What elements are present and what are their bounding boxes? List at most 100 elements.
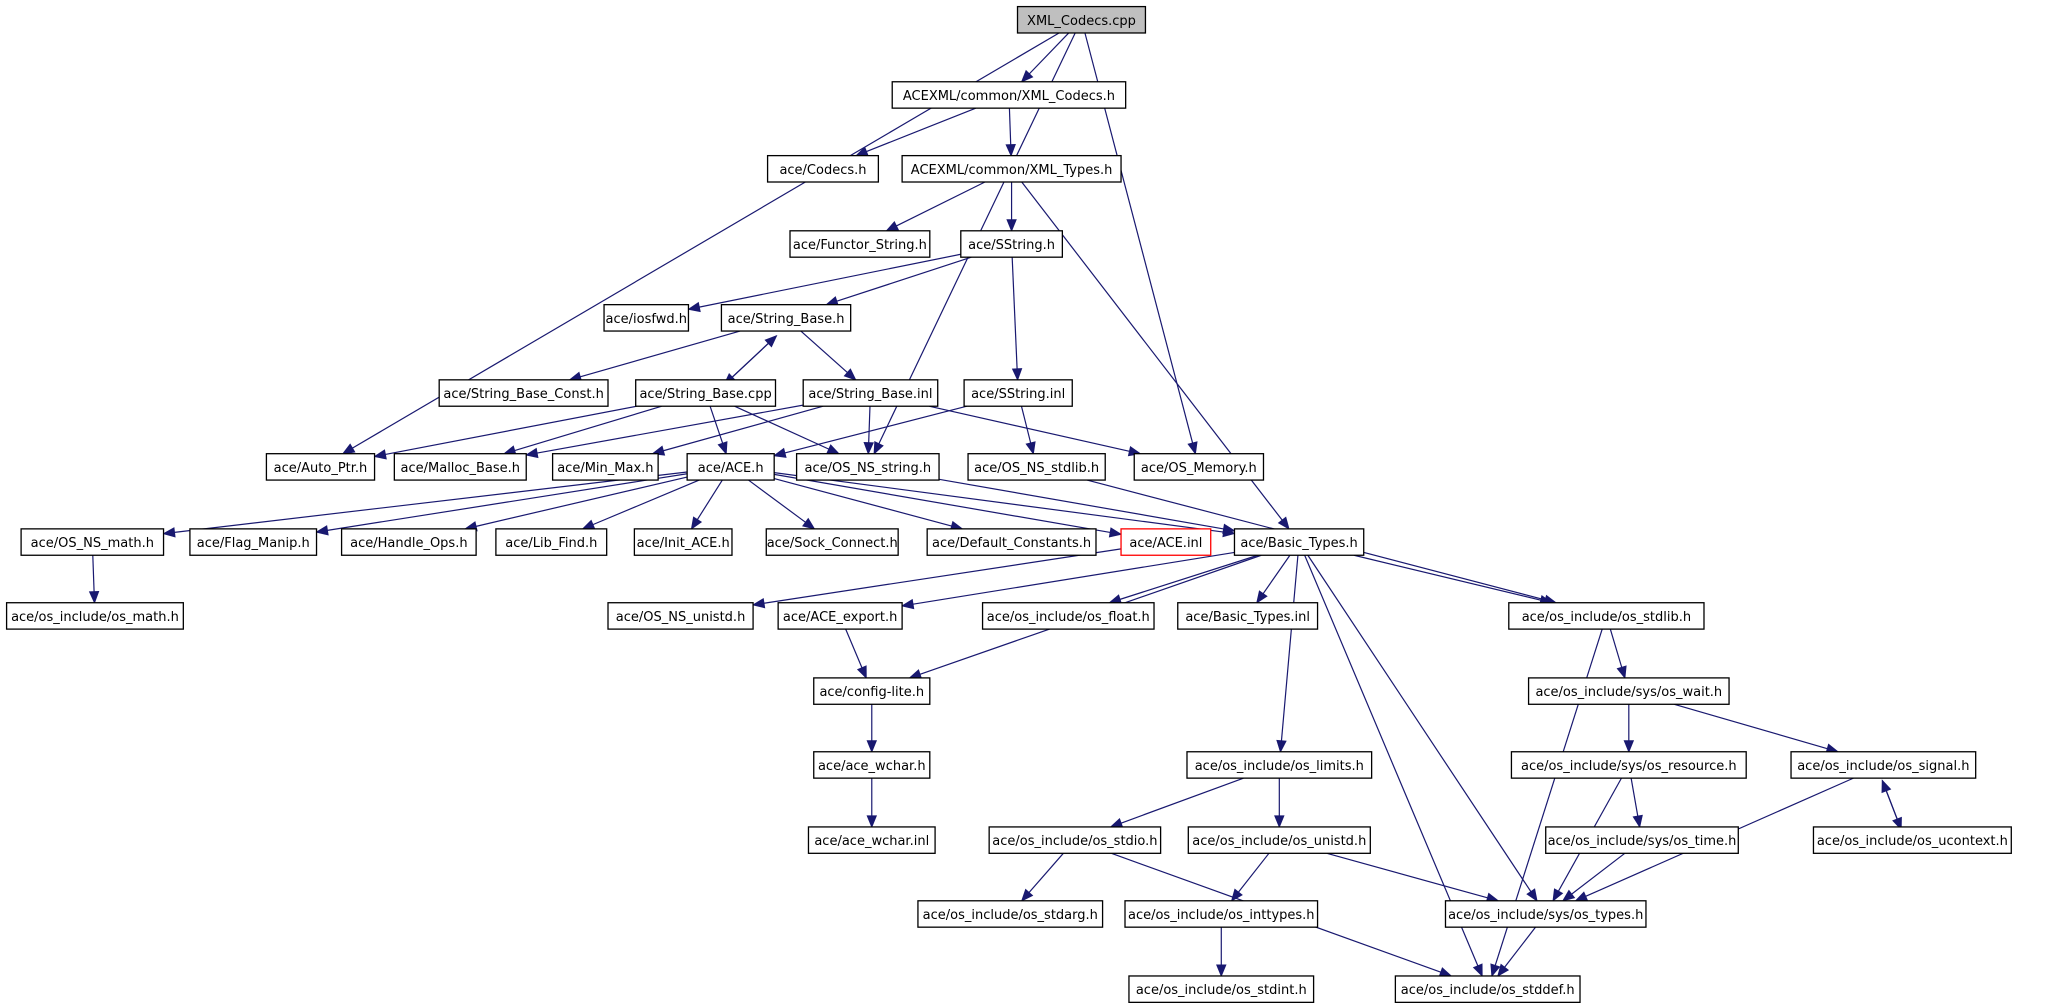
edge-arrowhead [1005,143,1016,157]
node-os-stdlib-h[interactable]: ace/os_include/os_stdlib.h [1508,602,1705,630]
edge-arrowhead [843,368,857,381]
node-os-sys-resource-h[interactable]: ace/os_include/sys/os_resource.h [1510,751,1747,779]
node-box [265,453,376,481]
node-os-stdarg-h[interactable]: ace/os_include/os_stdarg.h [917,900,1104,928]
node-box [20,528,165,556]
edge-arrowhead [866,740,878,754]
node-os-sys-wait-h[interactable]: ace/os_include/sys/os_wait.h [1527,677,1730,705]
edge-arrowhead [863,442,874,456]
node-box [1233,528,1365,556]
node-ace-sstring-h[interactable]: ace/SString.h [960,230,1064,258]
node-ace-iosfwd-h[interactable]: ace/iosfwd.h [603,304,690,332]
node-label: ACEXML/common/XML_Codecs.h [903,89,1115,104]
node-ace-ace-h[interactable]: ace/ACE.h [686,453,775,481]
node-ace-ace-inl[interactable]: ace/ACE.inl [1120,528,1212,556]
node-ace-sock-connect-h[interactable]: ace/Sock_Connect.h [765,528,899,556]
edge-arrowhead [1011,368,1023,382]
edge-line [536,404,804,454]
edge-line [1011,257,1018,369]
node-label: ace/os_include/os_float.h [987,610,1150,625]
node-box [960,230,1064,258]
node-ace-os-ns-math-h[interactable]: ace/OS_NS_math.h [20,528,165,556]
node-os-float-h[interactable]: ace/os_include/os_float.h [981,602,1155,630]
node-os-stdint-h[interactable]: ace/os_include/os_stdint.h [1128,975,1315,1003]
node-os-unistd-h[interactable]: ace/os_include/os_unistd.h [1187,826,1371,854]
edge-arrowhead [1472,963,1483,978]
node-ace-basic-types-h[interactable]: ace/Basic_Types.h [1233,528,1365,556]
edge-line [800,330,848,373]
edge-ace_string_base_h-to-ace_string_base_inl [800,330,857,381]
node-ace-min-max-h[interactable]: ace/Min_Max.h [551,453,659,481]
node-ace-os-ns-unistd-h[interactable]: ace/OS_NS_unistd.h [607,602,754,630]
edge-os_unistd_h-to-os_inttypes_h [1230,852,1270,902]
node-os-ucontext-h[interactable]: ace/os_include/os_ucontext.h [1812,826,2012,854]
node-ace-os-memory-h[interactable]: ace/OS_Memory.h [1133,453,1265,481]
node-os-sys-types-h[interactable]: ace/os_include/sys/os_types.h [1444,900,1647,928]
node-ace-basic-types-inl[interactable]: ace/Basic_Types.inl [1177,602,1319,630]
node-ace-flag-manip-h[interactable]: ace/Flag_Manip.h [189,528,318,556]
edge-line [866,107,976,153]
node-box [813,677,931,705]
node-ace-malloc-base-h[interactable]: ace/Malloc_Base.h [393,453,527,481]
node-os-stddef-h[interactable]: ace/os_include/os_stddef.h [1394,975,1581,1003]
node-xml-codecs-cpp[interactable]: XML_Codecs.cpp [1016,5,1147,34]
edge-line [514,405,662,452]
edge-line [845,628,863,668]
edge-arrowhead [1438,967,1453,977]
node-ace-handle-ops-h[interactable]: ace/Handle_Ops.h [340,528,477,556]
node-box [551,453,659,481]
node-os-stdio-h[interactable]: ace/os_include/os_stdio.h [988,826,1162,854]
node-box [1177,602,1319,630]
edge-ace_os_ns_math_h-to-os_math_h [88,555,100,605]
node-ace-ace-export-h[interactable]: ace/ACE_export.h [777,602,903,630]
node-ace-os-ns-string-h[interactable]: ace/OS_NS_string.h [795,453,940,481]
node-ace-ace-wchar-h[interactable]: ace/ace_wchar.h [813,751,931,779]
node-ace-string-base-cpp[interactable]: ace/String_Base.cpp [635,379,777,407]
node-os-inttypes-h[interactable]: ace/os_include/os_inttypes.h [1124,900,1319,928]
node-box [1444,900,1647,928]
node-ace-codecs-h[interactable]: ace/Codecs.h [766,154,880,183]
node-ace-auto-ptr-h[interactable]: ace/Auto_Ptr.h [265,453,376,481]
edge-os_stdlib_h-to-os_sys_wait_h [1609,628,1627,680]
node-os-math-h[interactable]: ace/os_include/os_math.h [5,602,184,630]
edge-arrowhead [1109,818,1124,828]
node-box [926,528,1097,556]
node-ace-init-ace-h[interactable]: ace/Init_ACE.h [633,528,733,556]
node-acexml-xml-codecs-h[interactable]: ACEXML/common/XML_Codecs.h [891,81,1127,109]
node-label: ace/OS_NS_unistd.h [616,610,746,625]
node-os-sys-time-h[interactable]: ace/os_include/sys/os_time.h [1545,826,1739,854]
node-box [393,453,527,481]
edge-arrowhead [1108,527,1123,538]
node-ace-os-ns-stdlib-h[interactable]: ace/OS_NS_stdlib.h [967,453,1106,481]
node-ace-string-base-const-h[interactable]: ace/String_Base_Const.h [438,379,609,407]
edge-ace_basic_types_h-to-ace_basic_types_inl [1256,554,1291,604]
node-os-signal-h[interactable]: ace/os_include/os_signal.h [1790,751,1977,779]
node-label: ace/os_include/os_stdarg.h [923,908,1098,923]
edge-os_limits_h-to-os_stdio_h [1109,777,1244,828]
node-box [766,154,880,183]
node-label: ace/Sock_Connect.h [767,536,898,551]
edge-ace_string_base_cpp-to-ace_string_base_h [723,334,778,386]
edge-arrowhead [1623,740,1635,754]
node-box [1186,751,1373,779]
node-os-limits-h[interactable]: ace/os_include/os_limits.h [1186,751,1373,779]
edge-arrowhead [524,447,539,459]
node-ace-lib-find-h[interactable]: ace/Lib_Find.h [495,528,608,556]
node-label: ace/os_include/os_inttypes.h [1128,908,1315,923]
node-ace-sstring-inl[interactable]: ace/SString.inl [963,379,1073,407]
edge-arrowhead [873,441,884,455]
node-ace-string-base-inl[interactable]: ace/String_Base.inl [802,379,939,407]
node-box [1790,751,1977,779]
edge-line [1237,852,1270,893]
node-ace-config-lite-h[interactable]: ace/config-lite.h [813,677,931,705]
node-ace-ace-wchar-inl[interactable]: ace/ace_wchar.inl [807,826,936,854]
node-ace-functor-string-h[interactable]: ace/Functor_String.h [789,230,931,258]
node-acexml-xml-types-h[interactable]: ACEXML/common/XML_Types.h [901,154,1122,183]
edge-line [663,405,824,452]
node-ace-default-constants-h[interactable]: ace/Default_Constants.h [926,528,1097,556]
edge-ace_ace_h-to-ace_lib_find_h [581,479,700,530]
edge-line [327,473,688,531]
node-ace-string-base-h[interactable]: ace/String_Base.h [720,304,852,332]
edge-arrowhead [826,444,841,455]
